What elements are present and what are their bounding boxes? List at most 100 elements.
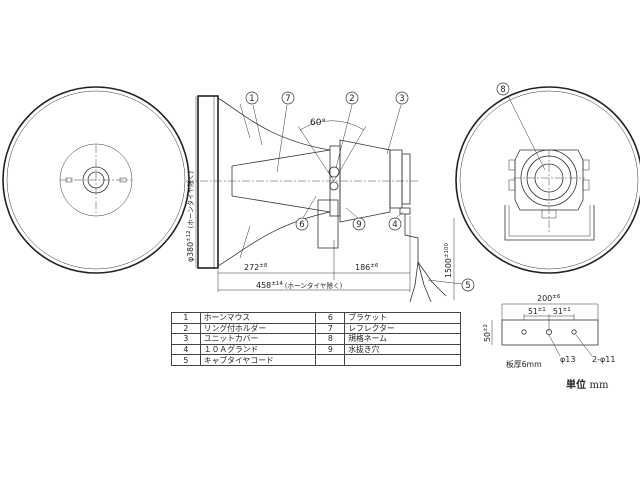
leader-1 — [252, 104, 263, 146]
side-view: 60° — [186, 95, 447, 303]
rear-view-bolt-right-top — [582, 159, 590, 171]
angle-arc — [299, 120, 365, 131]
leader-2 — [335, 104, 353, 169]
table-row: 2 リング付ホルダー 7 レフレクター — [171, 322, 461, 335]
reflector-top-edge — [231, 149, 331, 167]
part-number: 9 — [315, 343, 346, 356]
cord-lead-3 — [417, 261, 447, 297]
callout-9-circle — [352, 217, 366, 231]
dim-cord-label: 1500±100 — [444, 243, 453, 278]
table-row: 5 キャブタイヤコード — [171, 354, 461, 366]
part-number: 8 — [315, 333, 346, 345]
callout-7-circle — [281, 91, 295, 105]
angle-label: 60° — [310, 118, 326, 128]
table-row: 4 １０Ａグランド 9 水抜き穴 — [171, 343, 461, 356]
part-number: 6 — [315, 312, 346, 324]
rear-view-bolt-left-top — [508, 159, 516, 171]
dim-cord: 1500±100 — [444, 218, 455, 300]
plate-height-label: 50±2 — [483, 324, 492, 342]
leader-3 — [386, 104, 402, 155]
callout-8-circle — [496, 82, 510, 96]
leader-hole-center — [548, 334, 561, 357]
leader-6 — [302, 195, 317, 219]
leader-9 — [345, 207, 359, 219]
part-name: リング付ホルダー — [199, 322, 317, 335]
callout-7: 7 — [285, 94, 290, 104]
dim-272-label: 272±8 — [244, 263, 268, 272]
dim-272: 272±8 — [217, 240, 335, 292]
pitch-b-label: 51±1 — [553, 307, 571, 316]
callout-1: 1 — [249, 94, 254, 104]
part-name: ブラケット — [344, 312, 461, 324]
pitch-a-label: 51±1 — [528, 307, 546, 316]
part-name: ホーンマウス — [199, 312, 317, 324]
callout-6: 6 — [299, 220, 304, 230]
rear-view-inner-rim — [459, 90, 639, 270]
part-number: 3 — [171, 333, 201, 345]
leader-hole-side — [575, 334, 593, 357]
rear-view-unit-housing — [514, 149, 584, 211]
part-name: １０Ａグランド — [199, 343, 317, 356]
callout-1-circle — [245, 91, 259, 105]
unit-cover-back — [389, 149, 403, 209]
rear-view-bolt-left-bottom — [508, 179, 516, 191]
leader-8 — [507, 95, 546, 171]
bracket-plate-detail: 200±6 51±1 51±1 50±2 板厚6mm φ13 2-φ11 — [483, 294, 615, 369]
plate-thickness-label: 板厚6mm — [506, 359, 542, 369]
part-name: レフレクター — [344, 322, 461, 335]
callout-5: 5 — [465, 281, 470, 291]
rear-view: 8 — [455, 82, 640, 274]
part-number: 4 — [171, 343, 201, 356]
horn-bell-bottom — [217, 211, 331, 267]
front-view — [2, 86, 190, 274]
unit-cover-cap — [401, 153, 411, 205]
callout-9: 9 — [356, 220, 361, 230]
leader-7 — [276, 104, 288, 173]
callout-2-circle — [345, 91, 359, 105]
part-number — [315, 354, 346, 366]
plate-hole-left — [521, 329, 527, 335]
callout-8-group: 8 — [496, 82, 510, 96]
front-view-outer-rim — [2, 86, 190, 274]
part-number: 5 — [171, 354, 201, 366]
part-number: 2 — [171, 322, 201, 335]
dim-186: 186±6 — [334, 216, 411, 292]
front-view-inner-rim — [6, 90, 186, 270]
callout-8: 8 — [500, 85, 505, 95]
dim-186-label: 186±6 — [355, 263, 379, 272]
table-row: 1 ホーンマウス 6 ブラケット — [171, 312, 461, 324]
callout-4: 4 — [392, 220, 397, 230]
leader-5 — [427, 279, 463, 285]
reflector-bottom-edge — [231, 195, 331, 213]
hole-side-label: 2-φ11 — [592, 355, 615, 364]
part-name — [344, 354, 461, 366]
rear-view-bracket-inner — [508, 205, 591, 237]
front-view-tab-right — [119, 177, 127, 183]
callout-2: 2 — [349, 94, 354, 104]
plate-hole-right — [571, 329, 577, 335]
cord-lead-1 — [409, 261, 419, 303]
horn-flare-edge-top — [239, 103, 251, 139]
unit-value: mm — [589, 380, 609, 391]
dim-diameter-label: φ380±12(ホーンタイヤ除く) — [186, 171, 195, 262]
part-name: 規格ネーム — [344, 333, 461, 345]
rear-view-bolt-right-bottom — [582, 179, 590, 191]
table-row: 3 ユニットカバー 8 規格ネーム — [171, 333, 461, 345]
angle-line-right — [333, 125, 367, 182]
hole-center-label: φ13 — [560, 355, 575, 364]
bracket-plate — [501, 319, 599, 346]
plate-width-label: 200±6 — [537, 294, 561, 303]
callout-3: 3 — [399, 94, 404, 104]
callout-4-circle — [388, 217, 402, 231]
part-number: 1 — [171, 312, 201, 324]
part-name: 水抜き穴 — [344, 343, 461, 356]
part-name: ユニットカバー — [199, 333, 317, 345]
dim-458: 458±14(ホーンタイヤ除く) — [218, 281, 410, 291]
unit-label: 単位 mm — [566, 376, 608, 391]
rear-view-outer-rim — [455, 86, 640, 274]
dim-458-label: 458±14(ホーンタイヤ除く) — [256, 281, 342, 290]
dim-diameter: φ380±12(ホーンタイヤ除く) — [186, 96, 197, 268]
unit-label-text: 単位 — [566, 380, 586, 391]
leader-4 — [395, 211, 404, 219]
